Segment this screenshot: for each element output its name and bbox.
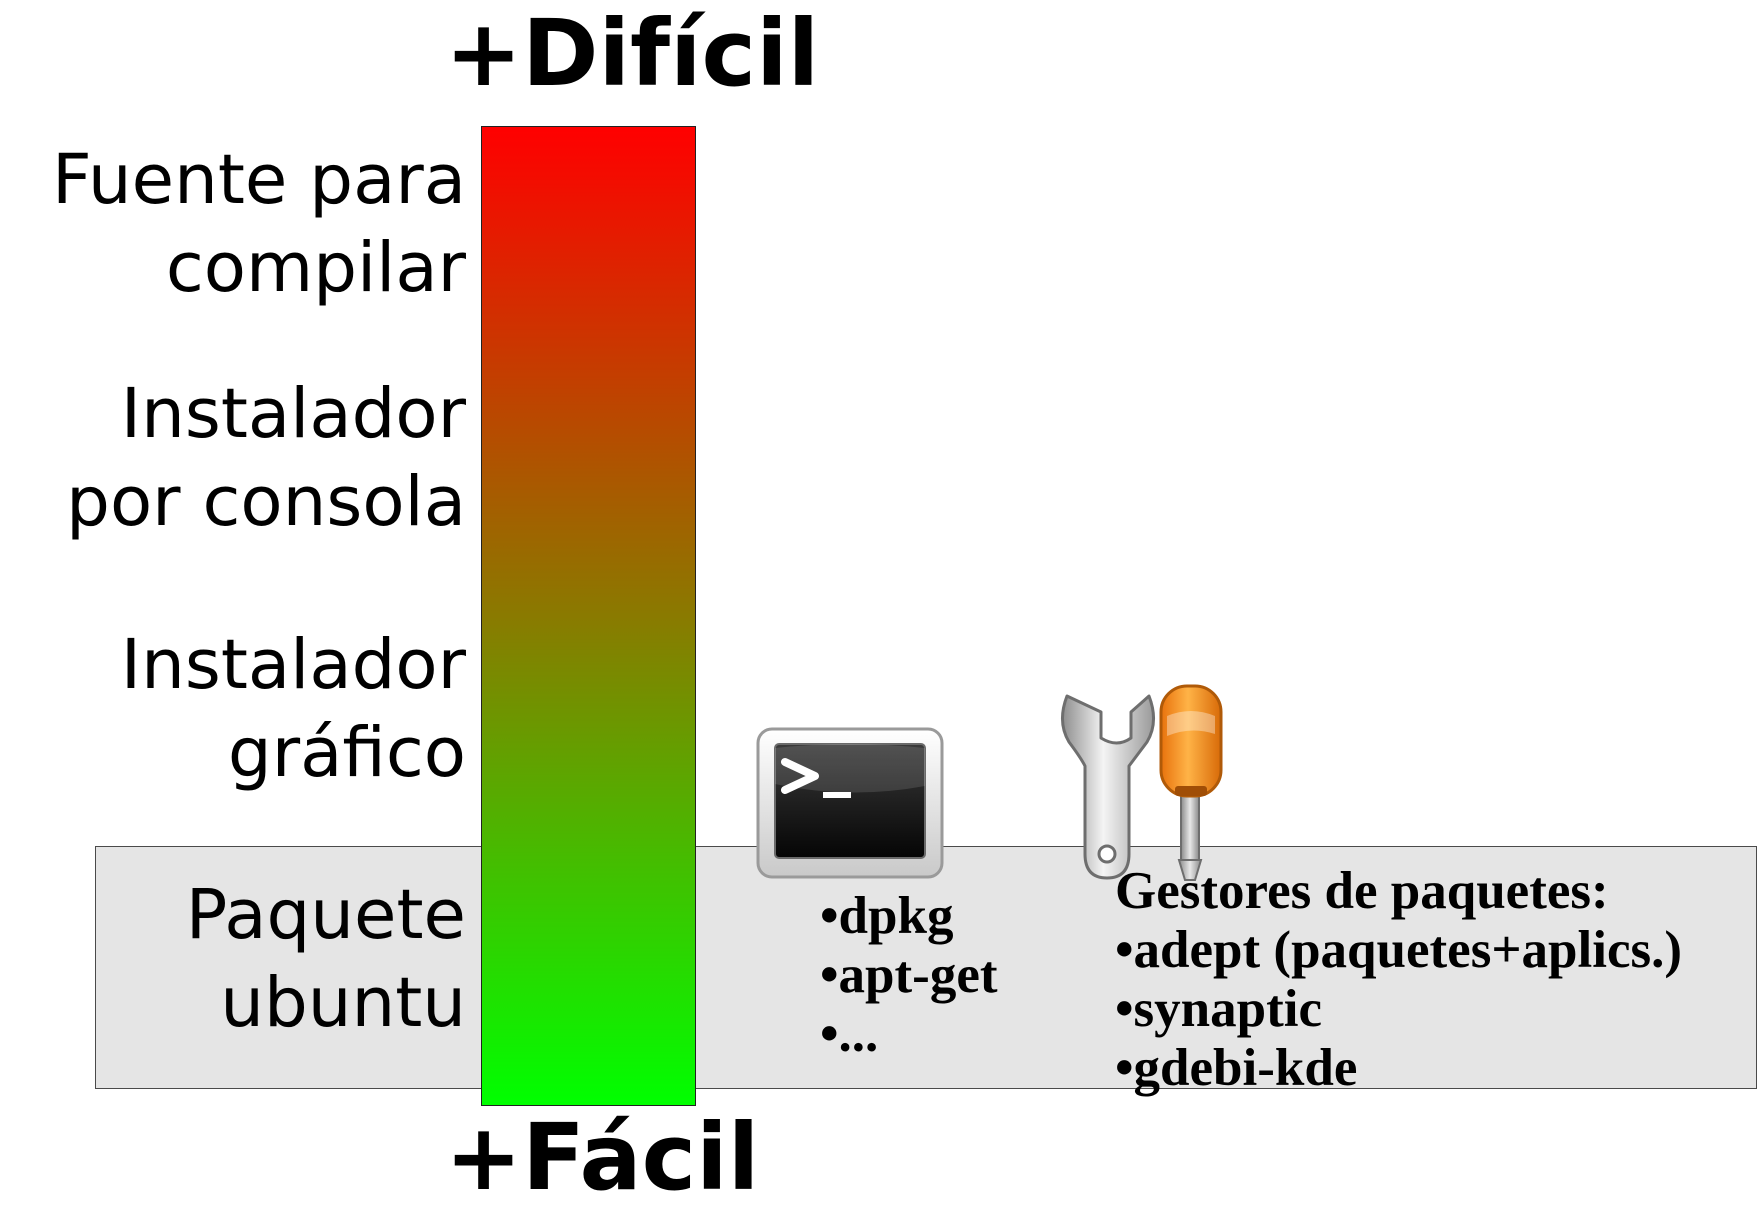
- level-label-source-compile: Fuente para compilar: [52, 136, 466, 312]
- level-label-ubuntu-package: Paquete ubuntu: [186, 871, 466, 1047]
- wrench-screwdriver-icon: [1061, 684, 1223, 881]
- level-label-line: Instalador: [120, 625, 466, 705]
- package-managers-list: Gestores de paquetes: •adept (paquetes+a…: [1115, 862, 1682, 1098]
- difficulty-bottom-label: +Fácil: [445, 1104, 760, 1211]
- list-item: •synaptic: [1115, 980, 1323, 1038]
- level-label-line: gráfico: [227, 713, 466, 793]
- list-item: •apt-get: [820, 946, 998, 1004]
- level-label-console-installer: Instalador por consola: [66, 370, 466, 546]
- list-title: Gestores de paquetes:: [1115, 862, 1609, 920]
- list-item: •adept (paquetes+aplics.): [1115, 921, 1683, 979]
- difficulty-gradient-bar: [481, 126, 696, 1106]
- list-item: •...: [820, 1005, 879, 1063]
- level-label-line: compilar: [165, 228, 466, 308]
- terminal-icon: [756, 727, 944, 879]
- level-label-graphical-installer: Instalador gráfico: [121, 621, 466, 797]
- level-label-line: ubuntu: [220, 963, 466, 1043]
- list-item: •gdebi-kde: [1115, 1039, 1358, 1097]
- level-label-line: Instalador: [120, 374, 466, 454]
- level-label-line: Paquete: [185, 875, 466, 955]
- difficulty-top-label: +Difícil: [445, 0, 820, 107]
- level-label-line: por consola: [66, 462, 466, 542]
- console-tools-list: •dpkg •apt-get •...: [820, 887, 998, 1064]
- level-label-line: Fuente para: [52, 140, 466, 220]
- ubuntu-package-highlight-band: [95, 846, 1757, 1089]
- list-item: •dpkg: [820, 887, 954, 945]
